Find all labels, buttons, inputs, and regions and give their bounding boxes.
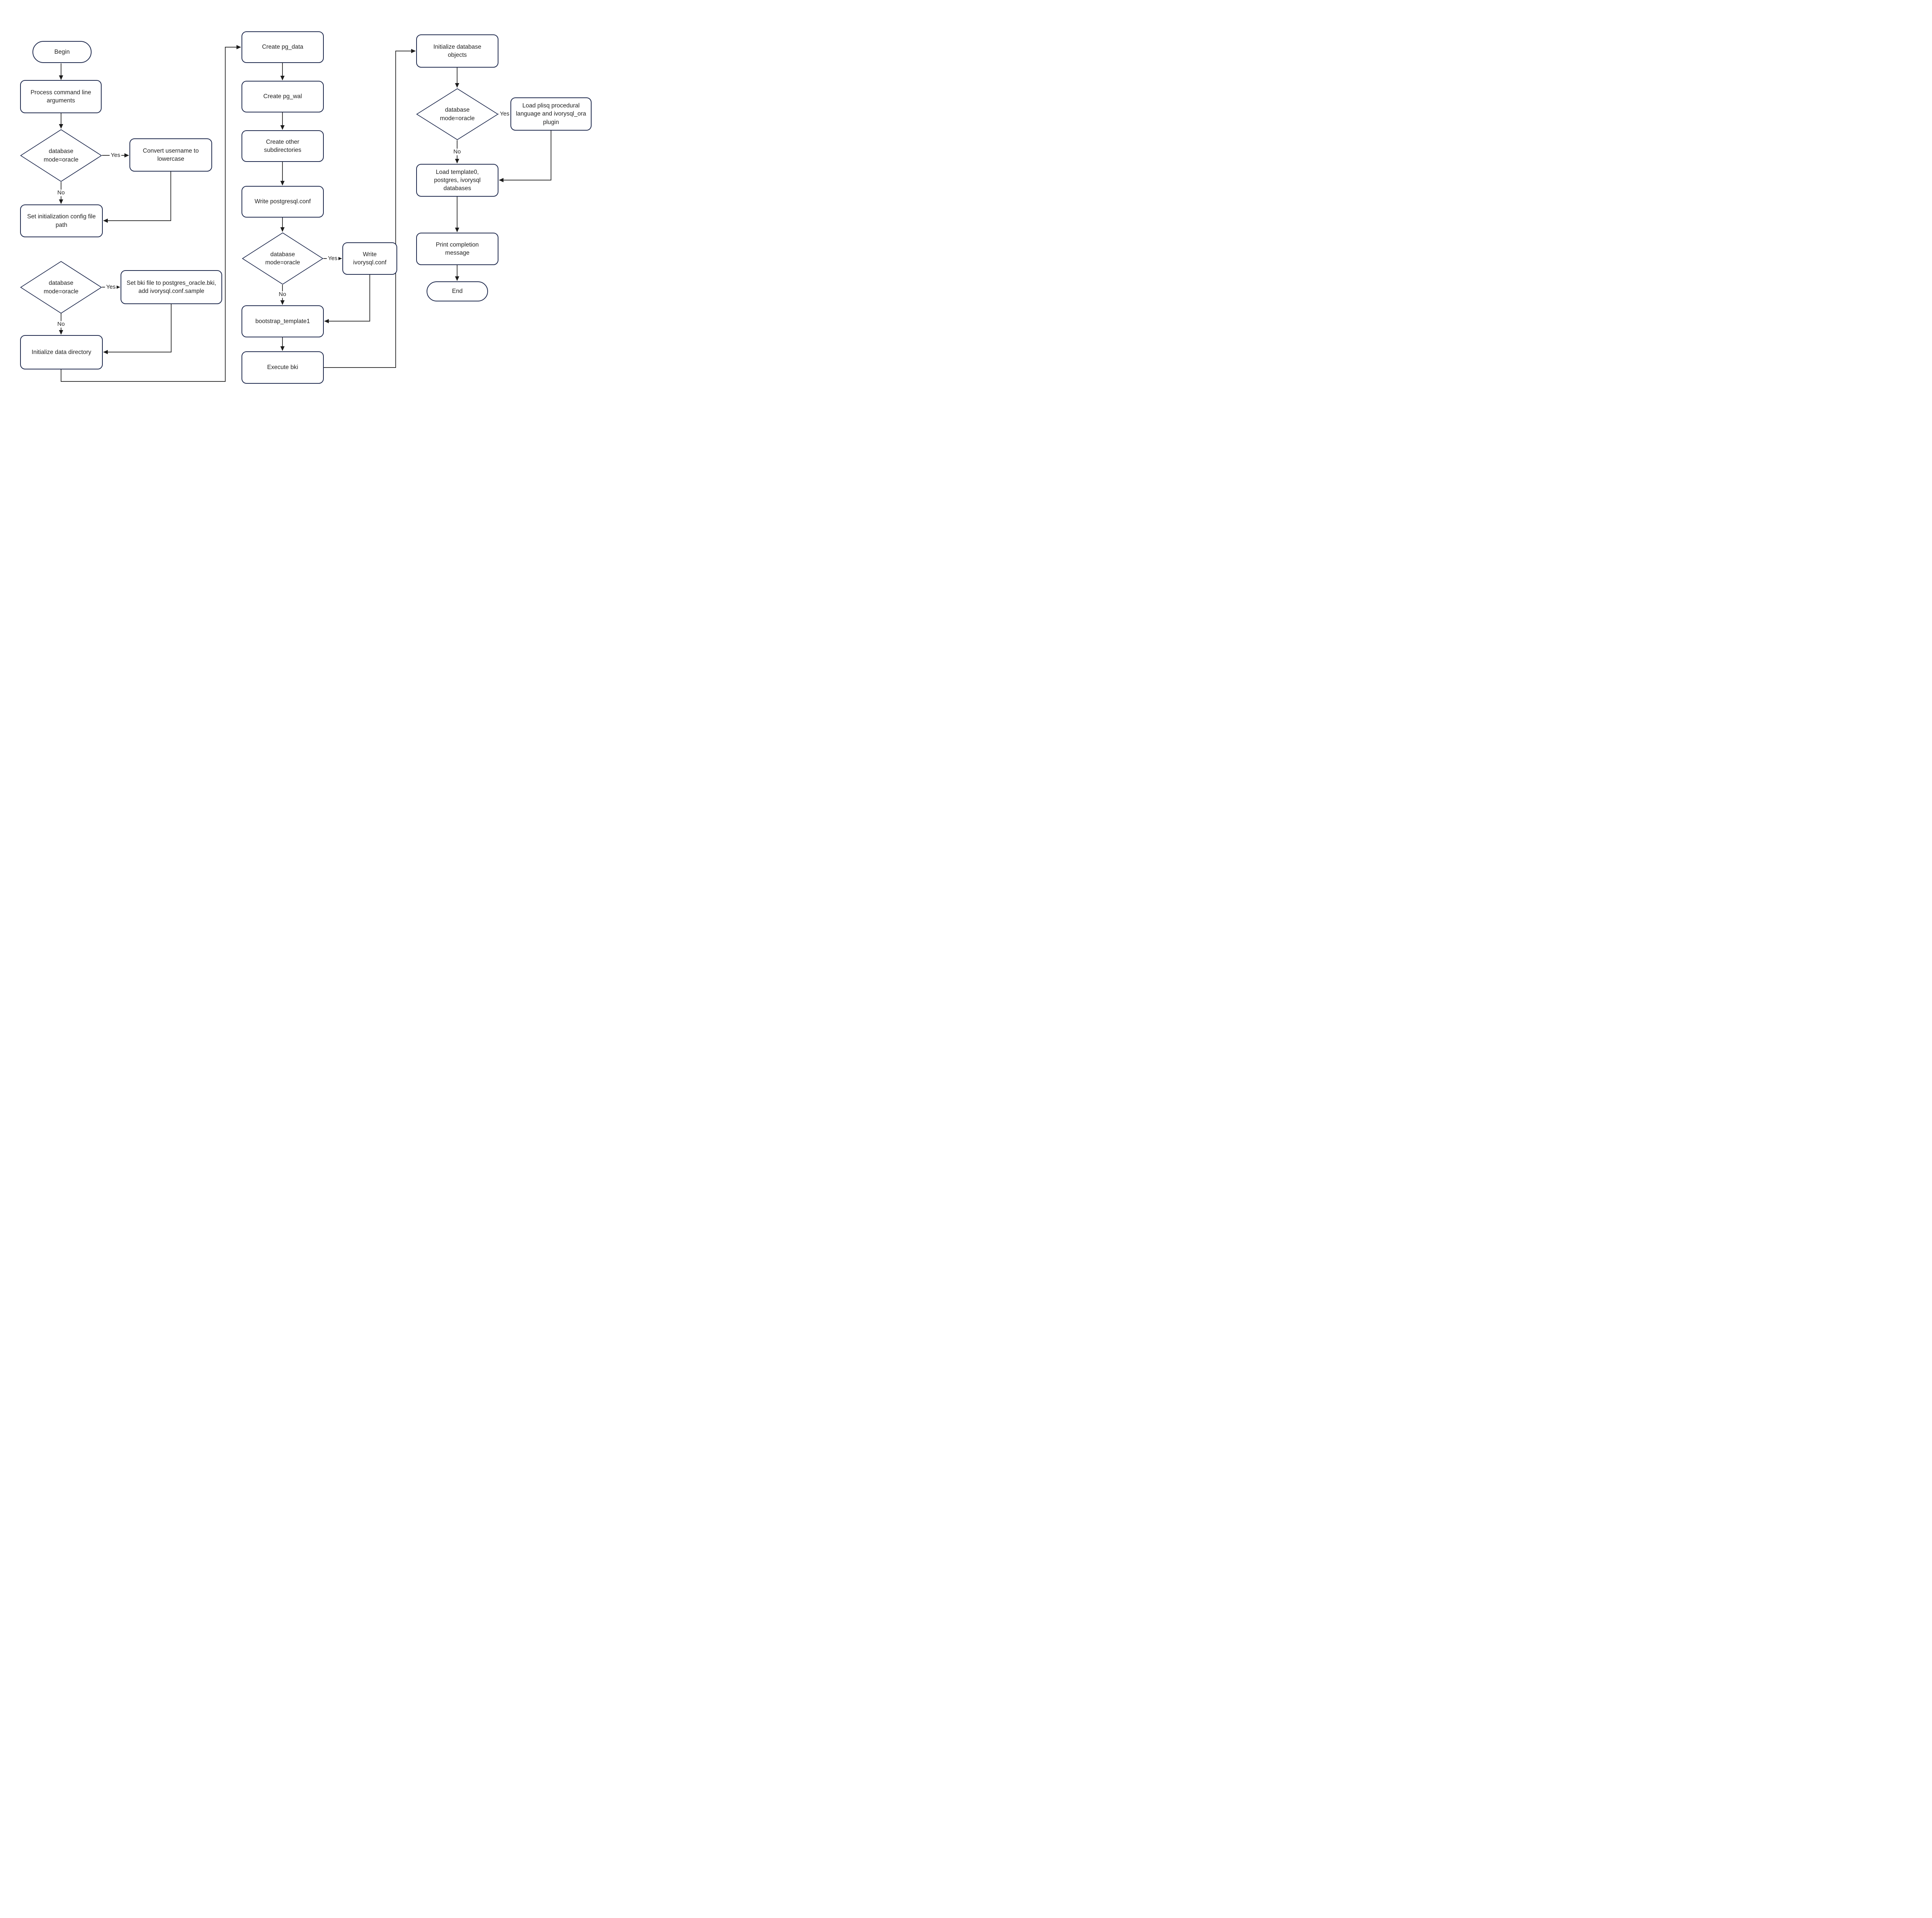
node-decision2-label: database mode=oracle (43, 280, 79, 295)
node-create-pg-data: Create pg_data (242, 31, 324, 63)
edge-label-no-3: No (277, 291, 287, 298)
node-initialize-data-directory: Initialize data directory (20, 335, 103, 369)
node-set-bki-file: Set bki file to postgres_oracle.bki, add… (121, 270, 222, 304)
node-initdb-label: Initialize database objects (433, 43, 481, 58)
node-create-other-subdirectories: Create other subdirectories (242, 130, 324, 162)
edge-label-yes-1: Yes (109, 152, 122, 159)
node-process-label: Process command line arguments (31, 89, 91, 104)
node-print-completion-message: Print completion message (416, 233, 498, 265)
node-pgconf-label: Write postgresql.conf (254, 198, 311, 205)
edge-ivorysql-to-bootstrap (324, 275, 370, 323)
edge-label-no-2: No (56, 321, 66, 328)
node-write-postgresql-conf: Write postgresql.conf (242, 186, 324, 218)
node-plisq-label: Load plisq procedural language and ivory… (516, 102, 586, 126)
node-decision-database-mode-2: database mode=oracle (20, 261, 102, 314)
node-write-ivorysql-conf: Write ivorysql.conf (342, 242, 397, 275)
node-begin: Begin (32, 41, 92, 63)
edge-label-no-4: No (452, 148, 462, 155)
node-decision-database-mode-4: database mode=oracle (416, 88, 498, 140)
diamond-shape (20, 261, 102, 314)
node-setinit-label: Set initialization config file path (27, 213, 96, 228)
node-process-command-line-arguments: Process command line arguments (20, 80, 102, 113)
flowchart-canvas: Begin Process command line arguments dat… (0, 0, 597, 422)
node-decision3-label: database mode=oracle (265, 251, 300, 266)
node-bootstrap-template1: bootstrap_template1 (242, 305, 324, 337)
node-ivorysqlconf-label: Write ivorysql.conf (353, 251, 387, 266)
node-end-label: End (452, 288, 463, 295)
edge-label-yes-2: Yes (105, 284, 117, 291)
node-setbki-label: Set bki file to postgres_oracle.bki, add… (126, 279, 216, 294)
node-loaddb-label: Load template0, postgres, ivorysql datab… (434, 168, 481, 192)
node-bootstrap-label: bootstrap_template1 (255, 318, 310, 325)
diamond-shape (242, 232, 323, 285)
edge-label-yes-3: Yes (327, 255, 339, 262)
node-load-plisq-plugin: Load plisq procedural language and ivory… (510, 97, 592, 131)
edge-setbki-to-initdir (103, 304, 172, 354)
node-decision-database-mode-1: database mode=oracle (20, 129, 102, 182)
node-execute-bki: Execute bki (242, 351, 324, 384)
node-print-label: Print completion message (435, 241, 479, 256)
node-decision4-label: database mode=oracle (440, 107, 475, 122)
node-pgwal-label: Create pg_wal (263, 93, 302, 100)
diamond-shape (20, 129, 102, 182)
node-executebki-label: Execute bki (267, 364, 298, 371)
node-decision-database-mode-3: database mode=oracle (242, 232, 323, 285)
node-initdir-label: Initialize data directory (31, 349, 92, 356)
edge-plisq-to-loaddb (499, 131, 551, 182)
node-subdirs-label: Create other subdirectories (264, 138, 301, 153)
node-decision1-label: database mode=oracle (43, 148, 79, 163)
edge-label-no-1: No (56, 189, 66, 196)
diamond-shape (416, 88, 498, 140)
node-convert-username-to-lowercase: Convert username to lowercase (129, 138, 212, 172)
node-set-initialization-config-file-path: Set initialization config file path (20, 204, 103, 237)
node-load-template0-databases: Load template0, postgres, ivorysql datab… (416, 164, 498, 197)
edge-execute-to-initdb (324, 49, 416, 368)
node-pgdata-label: Create pg_data (262, 44, 303, 51)
node-end: End (427, 281, 488, 301)
node-initialize-database-objects: Initialize database objects (416, 34, 498, 68)
node-begin-label: Begin (54, 48, 70, 55)
edge-label-yes-4: Yes (498, 111, 511, 117)
edge-convert-to-setinit (103, 172, 171, 223)
node-create-pg-wal: Create pg_wal (242, 81, 324, 112)
node-convert-label: Convert username to lowercase (143, 147, 199, 162)
